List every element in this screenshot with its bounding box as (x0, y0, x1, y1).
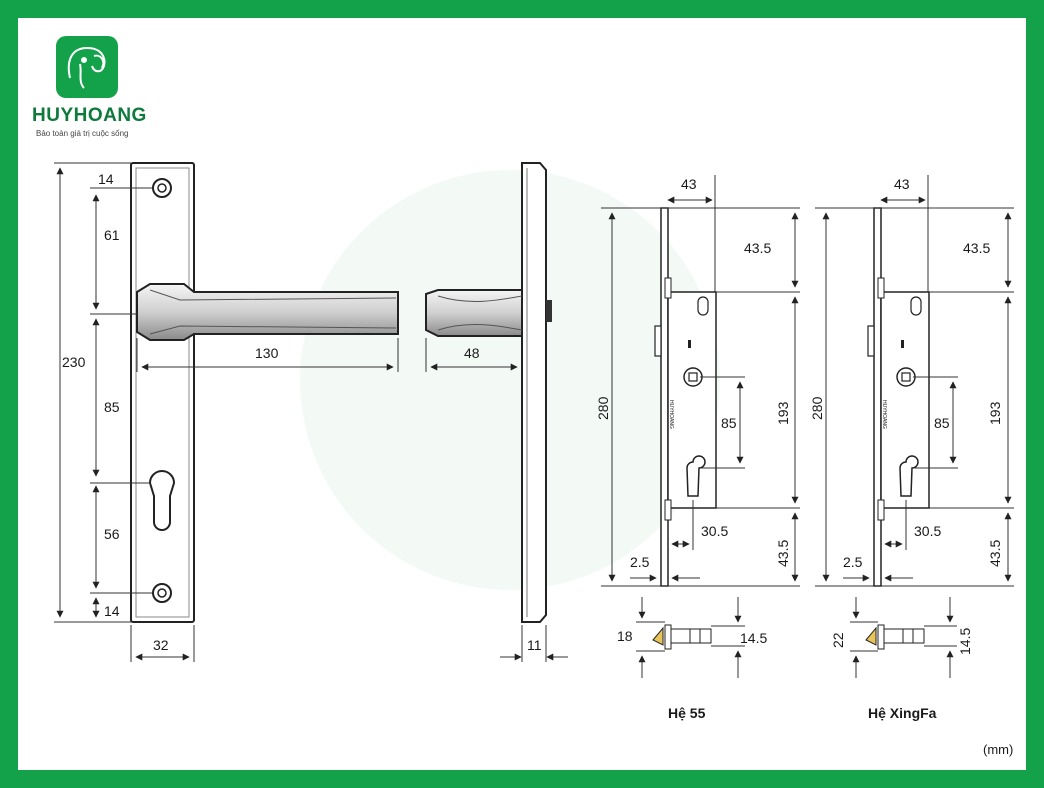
lx-spindle-to-key: 85 (934, 415, 950, 431)
l55-faceplate-offset: 2.5 (630, 554, 650, 570)
svg-text:HUYHOANG: HUYHOANG (668, 400, 674, 429)
lock-xingfa-latch-detail (865, 624, 925, 650)
dim-lever-length: 130 (255, 345, 279, 361)
dim-top-margin: 14 (98, 171, 114, 187)
l55-bottom: 43.5 (775, 540, 791, 567)
caption-he-xingfa: Hệ XingFa (868, 705, 937, 721)
lx-latch-len: 14.5 (957, 628, 973, 655)
dim-key-to-hole: 56 (104, 526, 120, 542)
lx-height: 280 (809, 396, 825, 420)
lx-top: 43.5 (963, 240, 990, 256)
latch-bolt (654, 325, 662, 357)
l55-body: 193 (775, 401, 791, 425)
dim-total-height: 230 (62, 354, 86, 370)
cylinder-hole (899, 455, 919, 497)
dim-hole-to-handle: 61 (104, 227, 120, 243)
unit-label: (mm) (983, 742, 1013, 757)
l55-top: 43.5 (744, 240, 771, 256)
caption-he-55: Hệ 55 (668, 705, 706, 721)
handle-front-view (130, 162, 399, 623)
lx-latch-depth: 22 (830, 632, 846, 648)
brand-logo: HUYHOANG Bảo toàn giá trị cuộc sống (32, 36, 147, 138)
side-backplate (521, 162, 547, 623)
l55-height: 280 (595, 396, 611, 420)
brand-tagline: Bảo toàn giá trị cuộc sống (36, 129, 129, 138)
l55-latch-depth: 18 (617, 628, 633, 644)
lx-body: 193 (987, 401, 1003, 425)
faceplate (873, 207, 882, 587)
l55-latch-len: 14.5 (740, 630, 767, 646)
l55-spindle-to-key: 85 (721, 415, 737, 431)
dim-bottom-margin: 14 (104, 603, 120, 619)
technical-drawing: HUYHOANG Bảo toàn giá trị cuộc sống (32, 36, 1014, 757)
faceplate (660, 207, 669, 587)
screw-hole-top (152, 178, 172, 198)
dim-handle-to-key: 85 (104, 399, 120, 415)
lx-backset: 43 (894, 176, 910, 192)
svg-text:HUYHOANG: HUYHOANG (881, 400, 887, 429)
handle-side-view (425, 162, 552, 623)
lx-key-offset: 30.5 (914, 523, 941, 539)
dim-plate-thickness: 11 (527, 637, 542, 653)
logo-badge (56, 36, 118, 98)
screw-hole-bottom (152, 583, 172, 603)
dim-lever-depth: 48 (464, 345, 480, 361)
cylinder-hole (686, 455, 706, 497)
dim-plate-width: 32 (153, 637, 169, 653)
l55-backset: 43 (681, 176, 697, 192)
backplate (130, 162, 195, 623)
lx-bottom: 43.5 (987, 540, 1003, 567)
lock-55-latch-detail (652, 624, 712, 650)
brand-name: HUYHOANG (32, 105, 147, 126)
latch-bolt (867, 325, 875, 357)
keyhole (148, 470, 176, 531)
watermark-logo (300, 170, 720, 590)
elephant-icon (67, 46, 106, 89)
lever-handle (136, 283, 399, 341)
lx-faceplate-offset: 2.5 (843, 554, 863, 570)
side-lever (425, 289, 523, 337)
l55-key-offset: 30.5 (701, 523, 728, 539)
